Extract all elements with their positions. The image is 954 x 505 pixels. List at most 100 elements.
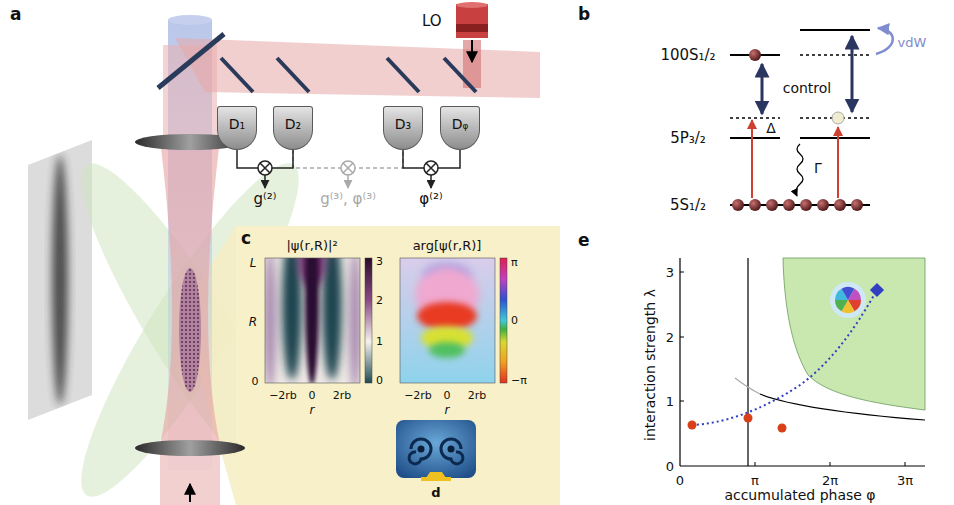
heatmap-density (282, 258, 302, 380)
phase-diagram (735, 378, 760, 394)
axis-tick: 0 (666, 460, 674, 473)
axis-tick: 0 (309, 390, 316, 401)
heatmap-density (265, 258, 360, 383)
transition-label: control (783, 81, 832, 95)
axis-tick: 2π (822, 474, 838, 487)
panel-letter: e (578, 232, 590, 249)
signal-name: φ⁽²⁾ (419, 192, 442, 207)
optical-beams (158, 34, 224, 88)
optical-beams (160, 140, 220, 445)
axis-tick: 2rb (333, 390, 352, 401)
colorbar-tick: 1 (376, 336, 383, 347)
atom-image (28, 140, 92, 420)
axis-tick: 0 (444, 390, 451, 401)
axis-tick: −2rb (404, 390, 432, 401)
beam-splitters (221, 58, 476, 92)
heatmap-phase (417, 302, 477, 330)
signal-wire (237, 150, 293, 168)
phase-diagram (760, 394, 925, 420)
heatmap-density (265, 258, 360, 383)
level-scheme (730, 204, 870, 206)
decay-label: Γ (814, 161, 822, 175)
optical-beams (168, 20, 212, 470)
phase-diagram (835, 289, 848, 300)
optical-beams (135, 15, 540, 505)
dipole-trap-beams (53, 143, 328, 505)
axis-tick: 2rb (468, 390, 487, 401)
panel-letter: c (241, 230, 251, 247)
dipole-trap-beams (53, 143, 328, 505)
level-scheme (730, 28, 893, 211)
multiplier-symbol (343, 163, 353, 173)
local-oscillator-laser (456, 4, 488, 38)
multiplier-symbol (258, 161, 438, 188)
panel-letter: a (10, 6, 21, 23)
optical-beams (189, 484, 191, 502)
node-text: D₁ (229, 117, 245, 131)
phase-diagram (783, 258, 925, 410)
vortex-image (409, 439, 431, 464)
axis-tick: 1 (666, 395, 674, 408)
panel-c-ground (200, 226, 236, 505)
colorbar-tick: 3 (376, 256, 383, 267)
heatmap-density (322, 258, 342, 380)
phase-diagram (747, 258, 748, 466)
axis-label: accumulated phase φ (724, 488, 875, 502)
node-text: D₂ (285, 117, 301, 131)
optical-beams (163, 45, 217, 140)
signal-name: g⁽²⁾ (254, 192, 277, 207)
node-text: Dᵩ (452, 117, 469, 131)
level-scheme (817, 199, 829, 211)
detector: D₁ (217, 106, 257, 150)
multiplier-symbol (424, 161, 438, 175)
level-scheme (800, 54, 870, 56)
atom-image (28, 140, 92, 420)
multiplier-symbol (430, 175, 432, 188)
beam-splitters (444, 58, 476, 92)
local-oscillator-laser (456, 24, 488, 32)
phase-diagram (680, 258, 925, 466)
level-scheme (800, 137, 870, 139)
plot-title: arg[ψ(r,R)] (413, 239, 482, 252)
level-scheme (796, 144, 803, 196)
optical-beams (179, 268, 201, 392)
dipole-trap-beams (53, 143, 328, 505)
level-scheme (749, 49, 761, 61)
signal-name: g⁽³⁾, φ⁽³⁾ (320, 192, 376, 207)
axis-tick: 3 (666, 266, 674, 279)
level-scheme (730, 137, 780, 139)
phase-diagram (778, 424, 787, 433)
heatmap-density (365, 258, 372, 383)
panel-c-ground (200, 226, 560, 505)
heatmap-phase (400, 258, 495, 383)
level-scheme (749, 199, 761, 211)
vortex-image (448, 446, 455, 453)
optical-beams (175, 38, 540, 98)
phase-diagram (744, 414, 753, 423)
node-text: LO (422, 14, 442, 29)
axis-tick: L (250, 257, 257, 269)
multiplier-symbol (260, 163, 270, 173)
axis-tick: 2 (666, 331, 674, 344)
local-oscillator-laser (471, 40, 473, 62)
phase-diagram (870, 283, 884, 297)
heatmap-phase (415, 267, 479, 323)
axis-tick: −2rb (269, 390, 297, 401)
axis-label: interaction strength λ (643, 289, 657, 441)
axis-label: r (310, 404, 315, 416)
phase-diagram (842, 300, 855, 313)
colorbar-tick: 0 (376, 375, 383, 386)
optical-beams (168, 15, 212, 25)
heatmap-phase (400, 258, 495, 383)
phase-diagram (848, 289, 861, 300)
plot-title: |ψ(r,R)|² (286, 239, 337, 252)
beam-splitters (277, 58, 309, 92)
multiplier-symbol (341, 161, 355, 175)
optical-beams (463, 40, 481, 88)
phase-diagram (680, 465, 925, 466)
level-name: 5P₃/₂ (670, 131, 706, 146)
heatmap-phase (400, 258, 507, 383)
axis-tick: 3π (897, 474, 913, 487)
